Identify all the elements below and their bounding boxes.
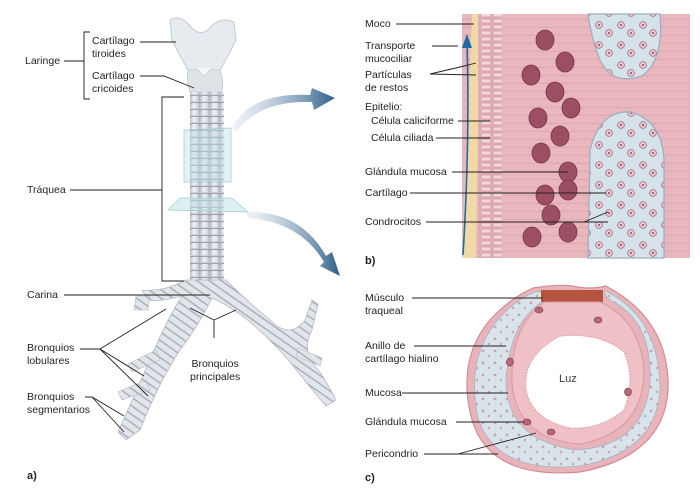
arrow-to-panel-b <box>232 88 335 132</box>
label-line: traqueal <box>365 304 403 317</box>
label-musculo-traqueal: Músculo traqueal <box>365 292 404 317</box>
label-line: cricoides <box>92 82 134 95</box>
label-line: Bronquios <box>27 391 75 403</box>
label-line: tiroides <box>92 47 126 60</box>
label-bronquios-lobulares: Bronquios lobulares <box>27 342 74 367</box>
label-line: Bronquios <box>27 342 75 354</box>
epithelium <box>478 14 502 258</box>
tracheal-muscle <box>541 290 603 302</box>
label-pericondrio: Pericondrio <box>365 448 419 460</box>
label-celula-ciliada: Célula ciliada <box>371 132 434 144</box>
label-line: Transporte <box>365 40 416 52</box>
label-line: Músculo <box>365 292 405 304</box>
cartilage-plate-top <box>587 13 662 80</box>
panel-c-leaders <box>402 297 543 455</box>
label-bronquios-segmentarios: Bronquios segmentarios <box>27 391 90 416</box>
label-bronquios-principales: Bronquios principales <box>190 358 240 383</box>
panel-a-letter: a) <box>27 470 37 482</box>
label-line: segmentarios <box>27 403 91 416</box>
label-line: mucociliar <box>365 52 413 65</box>
panel-a-leaders <box>64 31 237 433</box>
panel-c-cross-section <box>466 284 669 474</box>
cartilage-plate-bottom <box>587 111 665 259</box>
section-marker-cross <box>167 197 249 213</box>
label-mucosa: Mucosa <box>365 387 402 399</box>
bronchi-illustration <box>117 279 337 441</box>
hyaline-cartilage-ring <box>474 291 661 468</box>
mucociliary-arrow <box>462 43 469 256</box>
label-cartilago-tiroides: Cartílago tiroides <box>92 35 135 60</box>
label-line: Partículas <box>365 69 412 81</box>
label-moco: Moco <box>365 18 391 30</box>
panel-b-leaders <box>396 23 609 223</box>
label-line: Bronquios <box>191 358 239 370</box>
label-epitelio: Epitelio: <box>365 101 403 113</box>
lumen <box>525 334 631 429</box>
label-transporte-mucociliar: Transporte mucociliar <box>365 40 415 65</box>
label-luz: Luz <box>559 373 577 385</box>
label-cartilago: Cartílago <box>365 187 408 199</box>
label-glandula-mucosa-b: Glándula mucosa <box>365 166 447 178</box>
label-carina: Carina <box>27 289 58 301</box>
arrow-to-panel-c <box>246 211 340 276</box>
label-traquea: Tráquea <box>27 184 66 196</box>
panel-b-histology <box>462 13 690 259</box>
section-marker-long <box>183 127 232 183</box>
label-cartilago-cricoides: Cartílago cricoides <box>92 70 135 95</box>
label-line: principales <box>190 370 241 383</box>
larynx-illustration <box>169 17 237 93</box>
mucous-glands <box>521 29 581 248</box>
trachea-tube <box>190 92 224 282</box>
label-laringe: Laringe <box>25 55 61 67</box>
label-glandula-mucosa-c: Glándula mucosa <box>365 416 447 428</box>
label-line: Cartílago <box>92 70 135 82</box>
label-line: lobulares <box>27 354 70 367</box>
label-line: de restos <box>365 81 409 94</box>
label-celula-caliciforme: Célula caliciforme <box>371 115 454 127</box>
label-anillo-cartilago: Anillo de cartílago hialino <box>365 340 439 365</box>
label-particulas-restos: Partículas de restos <box>365 69 412 94</box>
label-line: Cartílago <box>92 35 135 47</box>
panel-c-letter: c) <box>365 472 375 484</box>
label-condrocitos: Condrocitos <box>365 216 422 228</box>
label-line: cartílago hialino <box>365 352 439 365</box>
panel-b-letter: b) <box>365 255 376 267</box>
label-line: Anillo de <box>365 340 406 352</box>
